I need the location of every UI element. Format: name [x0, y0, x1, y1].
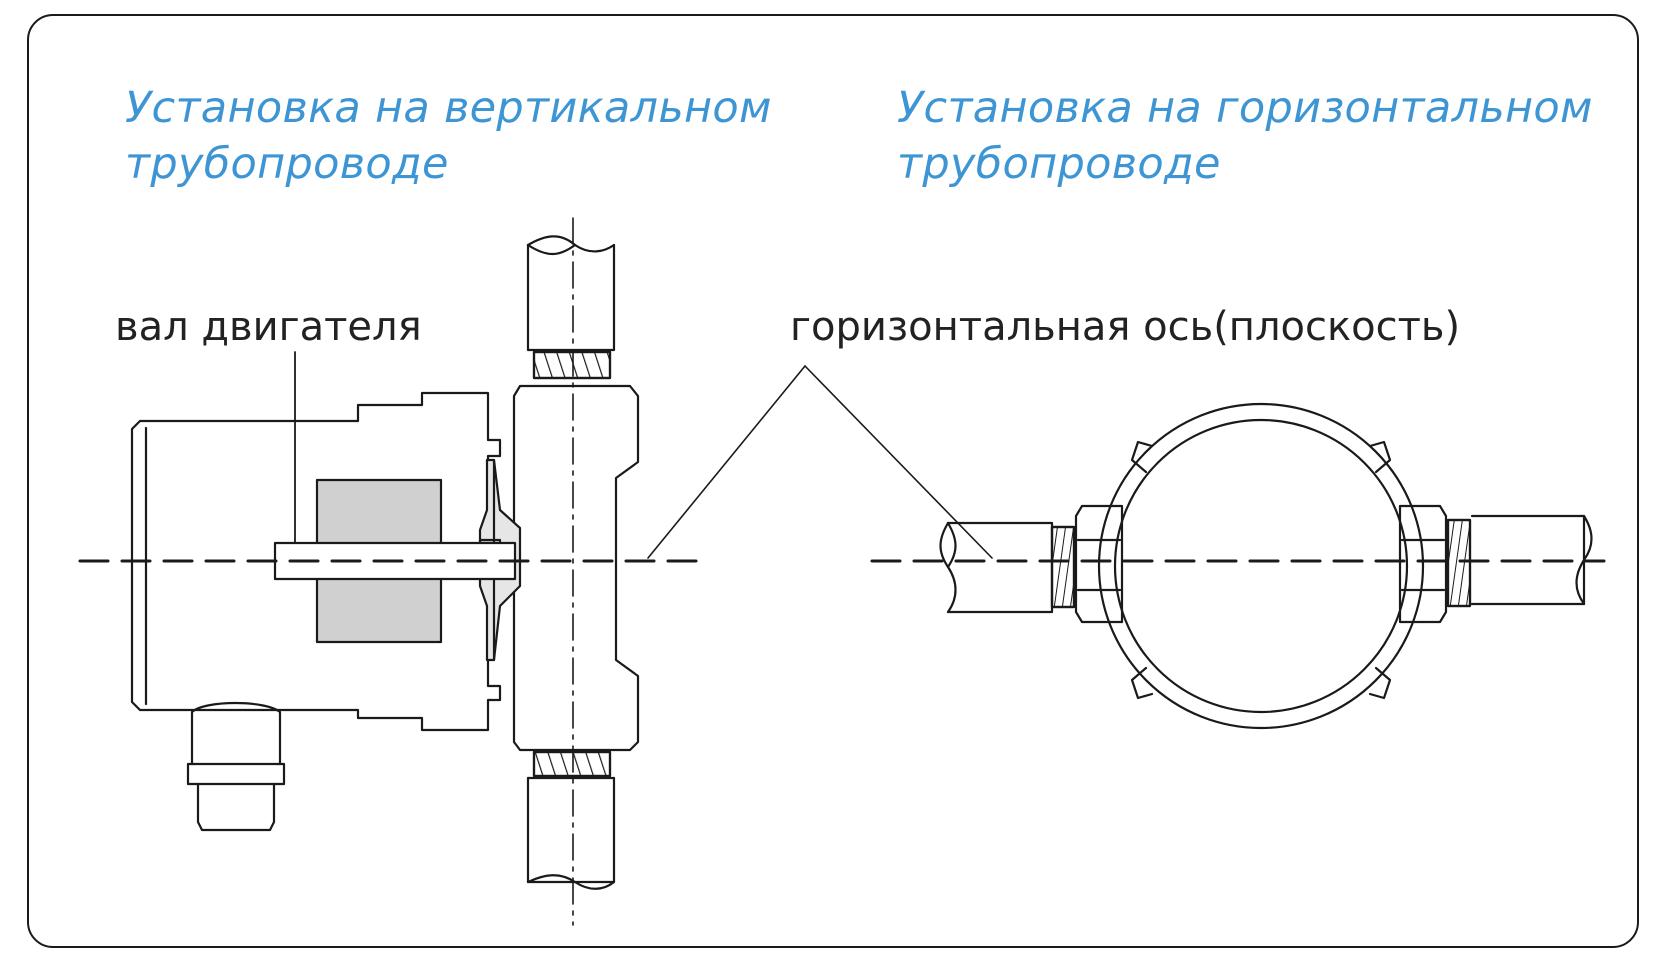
diagram-frame — [27, 14, 1639, 948]
horizontal-pipe-left — [939, 521, 1054, 614]
pump-casing-inner — [1113, 418, 1409, 714]
horizontal-title-line1: Установка на горизонтальном — [897, 83, 1593, 133]
pump-volute — [512, 384, 640, 752]
vertical-pipe-top — [526, 235, 616, 352]
casing-lug-tl — [1130, 440, 1154, 474]
motor-housing — [130, 391, 502, 732]
vertical-pipe-bottom — [526, 776, 616, 890]
axis-label-leaders — [647, 365, 993, 559]
horizontal-axis-label: горизонтальная ось(плоскость) — [790, 304, 1461, 350]
thread-left — [1050, 525, 1076, 609]
vertical-title-line1: Установка на вертикальном — [125, 83, 772, 133]
thread-bottom — [532, 750, 612, 778]
cable-gland — [186, 701, 286, 832]
hex-nut-right — [1398, 504, 1448, 624]
motor-shaft-label: вал двигателя — [115, 304, 422, 350]
horizontal-install-drawing — [870, 402, 1606, 730]
vertical-title-line2: трубопроводе — [125, 139, 449, 189]
horizontal-title-line2: трубопроводе — [897, 139, 1221, 189]
horizontal-install-title: Установка на горизонтальном трубопроводе — [897, 80, 1593, 192]
thread-right — [1446, 518, 1472, 608]
thread-top — [532, 350, 612, 380]
hex-nut-left — [1074, 504, 1124, 624]
vertical-install-drawing — [78, 217, 702, 926]
pump-casing-outer — [1097, 402, 1425, 730]
casing-lug-tr — [1368, 440, 1392, 474]
vertical-install-title: Установка на вертикальном трубопроводе — [125, 80, 772, 192]
horizontal-pipe-right — [1470, 514, 1593, 606]
